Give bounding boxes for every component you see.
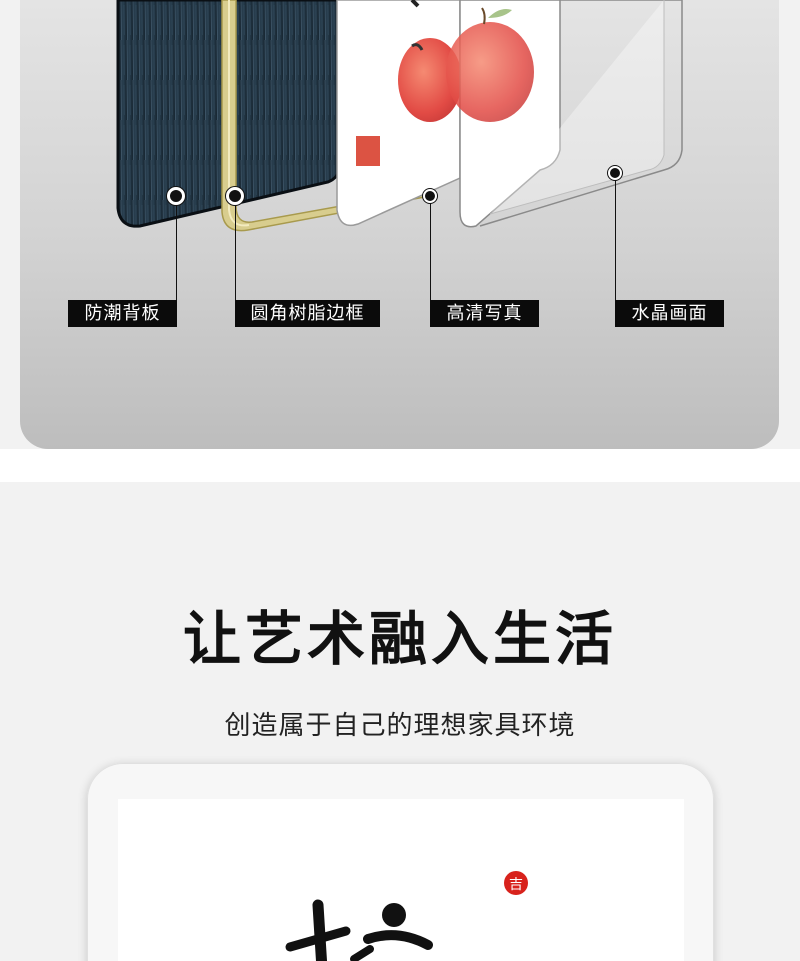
preview-artwork: 吉 [285,871,528,961]
label-resin-frame: 圆角树脂边框 [235,300,380,327]
label-backboard: 防潮背板 [68,300,177,327]
callout-line-print [430,196,431,300]
callout-dot-frame [226,187,244,205]
callout-line-glass [615,173,616,300]
seal-stamp-char: 吉 [509,877,523,893]
section-subheadline: 创造属于自己的理想家具环境 [224,711,576,741]
callout-dot-print [423,189,437,203]
label-photo-print: 高清写真 [430,300,539,327]
seal-stamp [504,871,528,895]
callout-dot-glass [608,166,622,180]
preview-canvas: 吉 [118,799,684,961]
section-divider [0,449,800,482]
callout-dot-backboard [167,187,185,205]
crystal-glass-layer [446,0,683,228]
layers-illustration [116,0,683,232]
callout-line-frame [235,196,236,300]
calligraphy-artwork [285,899,433,961]
callout-line-backboard [176,196,177,300]
section-headline: 让艺术融入生活 [182,605,617,673]
label-crystal-glass: 水晶画面 [615,300,724,327]
photo-print-layer [336,0,462,227]
